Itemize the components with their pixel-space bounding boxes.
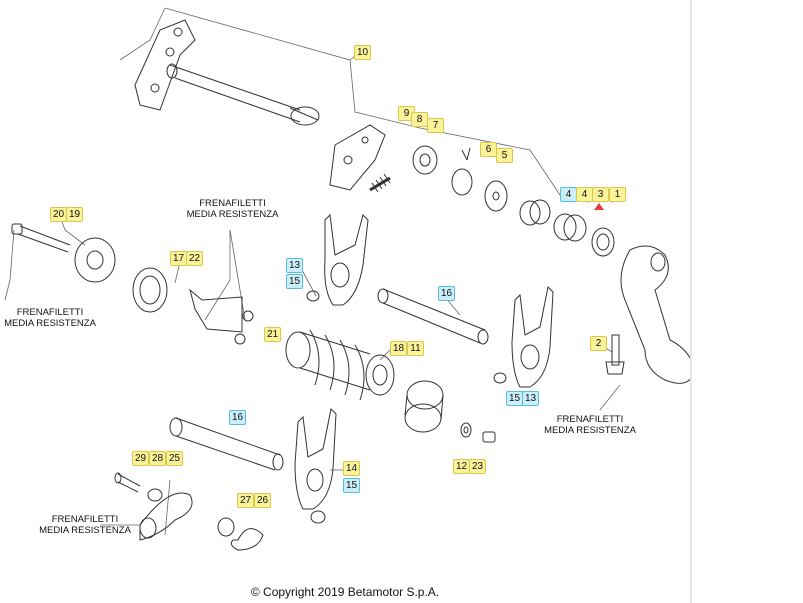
callout-28: 28	[149, 451, 167, 466]
callout-6: 6	[480, 142, 497, 157]
frame-border	[690, 0, 692, 603]
callout-15-bottom: 15	[343, 478, 361, 493]
callout-12: 12	[453, 459, 471, 474]
fork-bottom	[294, 407, 337, 524]
note-line: MEDIA RESISTENZA	[544, 425, 636, 436]
fork-right	[493, 285, 554, 388]
note-line: FRENAFILETTI	[199, 198, 266, 209]
callout-13-top: 13	[286, 258, 304, 273]
callout-27: 27	[237, 493, 255, 508]
callout-3: 3	[592, 187, 609, 202]
callout-5: 5	[496, 148, 513, 163]
note-line: MEDIA RESISTENZA	[186, 209, 279, 220]
note-line: MEDIA RESISTENZA	[4, 318, 96, 329]
callout-17: 17	[170, 251, 188, 266]
callout-20: 20	[50, 207, 68, 222]
shift-drum	[285, 329, 444, 433]
callout-18: 18	[390, 341, 408, 356]
guide-rod-bottom	[169, 417, 284, 471]
callout-19: 19	[66, 207, 84, 222]
fork-top	[306, 213, 369, 306]
callout-10: 10	[354, 45, 372, 60]
callout-15-right: 15	[506, 391, 524, 406]
note-line: FRENAFILETTI	[556, 414, 624, 425]
callout-23: 23	[469, 459, 487, 474]
callout-13-right: 13	[522, 391, 540, 406]
threadlock-note-1: FRENAFILETTI MEDIA RESISTENZA	[180, 198, 285, 220]
callout-11: 11	[407, 341, 424, 356]
left-parts	[11, 223, 254, 345]
callout-16-bottom: 16	[229, 410, 247, 425]
guide-rod-top	[377, 288, 489, 345]
parts-drawing	[4, 7, 690, 551]
note-line: FRENAFILETTI	[51, 514, 119, 525]
callout-2: 2	[590, 336, 607, 351]
callout-25: 25	[166, 451, 184, 466]
linkage	[114, 472, 264, 551]
callout-21: 21	[264, 327, 282, 342]
small-parts	[460, 422, 496, 443]
callout-8: 8	[411, 112, 428, 127]
callout-29: 29	[132, 451, 150, 466]
callout-14: 14	[343, 461, 361, 476]
leader-lines	[4, 7, 621, 536]
bearings	[519, 199, 615, 257]
copyright: © Copyright 2019 Betamotor S.p.A.	[250, 585, 440, 599]
callout-26: 26	[254, 493, 272, 508]
callout-22: 22	[186, 251, 204, 266]
note-line: FRENAFILETTI	[16, 307, 84, 318]
shift-shaft	[134, 19, 320, 126]
shift-plate	[329, 124, 438, 193]
callout-15-top: 15	[286, 274, 304, 289]
threadlock-note-3: FRENAFILETTI MEDIA RESISTENZA	[540, 414, 640, 436]
threadlock-note-4: FRENAFILETTI MEDIA RESISTENZA	[35, 514, 135, 536]
callout-4-cyan: 4	[560, 187, 577, 202]
callout-7: 7	[427, 118, 444, 133]
callout-1: 1	[609, 187, 626, 202]
callout-4: 4	[576, 187, 593, 202]
shift-lever	[605, 245, 690, 384]
spring-clip	[451, 147, 508, 212]
note-line: MEDIA RESISTENZA	[39, 525, 131, 536]
threadlock-note-2: FRENAFILETTI MEDIA RESISTENZA	[0, 307, 100, 329]
callout-16-top: 16	[438, 286, 456, 301]
